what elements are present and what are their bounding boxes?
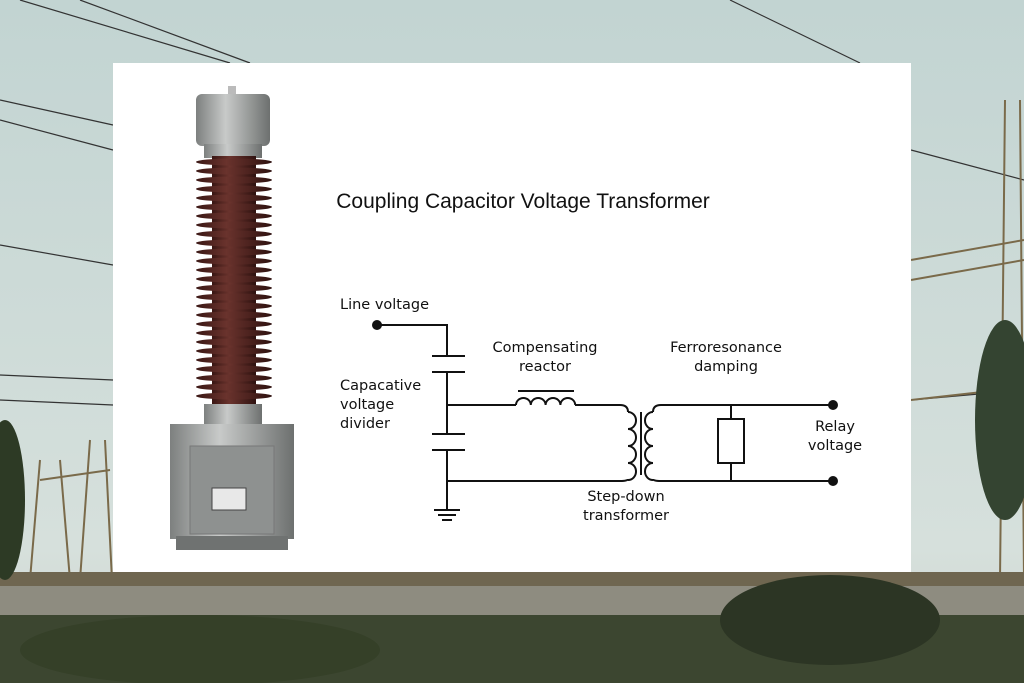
insulator-shed [196,383,272,391]
nameplate [211,487,247,511]
insulator-sheds [196,158,272,400]
label-line: damping [694,359,758,375]
label-step-down-transformer: Step-down transformer [566,488,686,526]
insulator-shed [196,176,272,184]
insulator-shed [196,392,272,400]
insulator-shed [196,257,272,265]
insulator-shed [196,374,272,382]
insulator-shed [196,167,272,175]
insulator-shed [196,365,272,373]
line-voltage-wire [377,324,448,356]
insulator-shed [196,320,272,328]
insulator-shed [196,158,272,166]
label-line: divider [340,416,390,432]
label-line-voltage: Line voltage [340,297,430,313]
insulator-shed [196,311,272,319]
insulator-shed [196,185,272,193]
insulator-shed [196,230,272,238]
diagram-title: Coupling Capacitor Voltage Transformer [336,190,710,213]
insulator-shed [196,221,272,229]
label-line: Ferroresonance [670,340,782,356]
device-top-cap [196,94,270,146]
insulator-shed [196,239,272,247]
transformer-primary-coil [627,411,637,481]
label-line: transformer [583,508,669,524]
insulator-shed [196,212,272,220]
insulator-shed [196,203,272,211]
transformer-secondary-coil [644,411,654,481]
insulator-shed [196,194,272,202]
label-line: Capacative [340,378,422,394]
capacitor-c2 [432,433,465,451]
insulator-shed [196,284,272,292]
insulator-shed [196,266,272,274]
label-line: Step-down [587,489,665,505]
insulator-shed [196,347,272,355]
insulator-shed [196,356,272,364]
insulator-shed [196,275,272,283]
label-line: voltage [807,438,863,454]
damping-resistor [717,418,745,464]
compensating-reactor-inductor [515,397,577,406]
label-capacitive-voltage-divider: Capacative voltage divider [340,377,421,434]
label-line: reactor [519,359,571,375]
label-line: Compensating [492,340,598,356]
line-voltage-terminal [372,320,382,330]
label-relay-voltage: Relay voltage [790,418,880,456]
label-line: voltage [340,397,395,413]
label-compensating-reactor: Compensating reactor [475,339,615,377]
insulator-shed [196,302,272,310]
relay-terminal-bottom [828,476,838,486]
ground-icon [434,509,460,521]
capacitor-c1 [432,355,465,373]
insulator-shed [196,293,272,301]
relay-terminal-top [828,400,838,410]
insulator-shed [196,329,272,337]
label-ferroresonance-damping: Ferroresonance damping [656,339,796,377]
label-line: Relay [815,419,855,435]
insulator-shed [196,248,272,256]
insulator-shed [196,338,272,346]
